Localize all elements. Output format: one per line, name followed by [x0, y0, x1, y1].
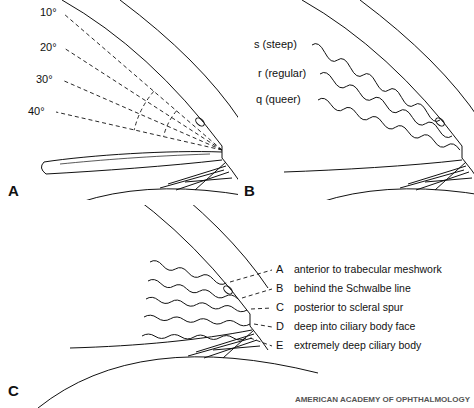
grade-letter: B — [276, 282, 283, 295]
panel-a-drawing — [10, 0, 238, 200]
grade-letter: A — [276, 263, 283, 276]
grade-letter: C — [276, 301, 284, 314]
iris-fold — [60, 154, 210, 164]
angle-label: 20° — [40, 41, 57, 54]
grade-letter: E — [276, 339, 283, 352]
panel-b-drawing — [250, 0, 474, 200]
leader-lines — [230, 270, 272, 346]
angle-lines — [56, 14, 222, 150]
iris-profiles — [284, 44, 462, 172]
panel-letter: C — [8, 382, 19, 399]
grade-letter: D — [276, 320, 284, 333]
angle-label: 40° — [28, 105, 45, 118]
iris-profile-label: r (regular) — [258, 67, 306, 80]
grade-description: deep into ciliary body face — [294, 320, 415, 332]
iris-profile-label: q (queer) — [256, 93, 301, 106]
iris-profile-label: s (steep) — [254, 38, 297, 51]
iris-insertions — [70, 261, 252, 348]
panel-c-drawing — [38, 205, 318, 408]
angle-label: 30° — [36, 73, 53, 86]
grade-description: behind the Schwalbe line — [294, 282, 411, 294]
panel-letter: A — [8, 182, 19, 199]
iris — [41, 152, 222, 174]
angle-label: 10° — [40, 6, 57, 19]
watermark: AMERICAN ACADEMY OF OPHTHALMOLOGY — [295, 395, 470, 404]
grade-description: extremely deep ciliary body — [294, 339, 421, 351]
grade-description: anterior to trabecular meshwork — [294, 263, 442, 275]
panel-letter: B — [244, 182, 255, 199]
grade-description: posterior to scleral spur — [294, 301, 403, 313]
